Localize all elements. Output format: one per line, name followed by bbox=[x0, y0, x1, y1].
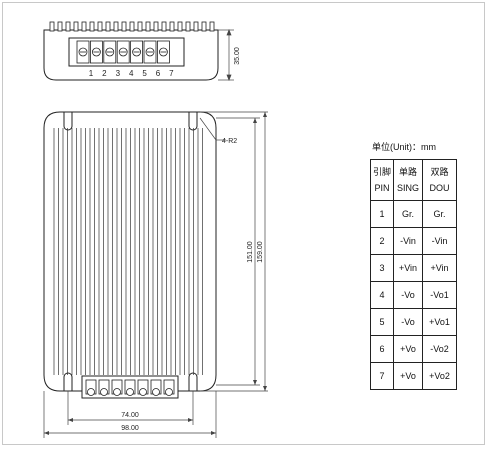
dim-outer-length: 159.00 bbox=[257, 241, 264, 263]
pin-number: 4 bbox=[370, 281, 394, 309]
header-single: 单路 SING bbox=[393, 159, 423, 201]
slot-top-left bbox=[63, 112, 73, 131]
radius-leader bbox=[199, 117, 226, 141]
pin-number: 5 bbox=[370, 308, 394, 336]
single-output-pin: Gr. bbox=[393, 200, 423, 228]
single-output-pin: +Vo bbox=[393, 362, 423, 390]
slot-bottom-left bbox=[63, 372, 73, 391]
single-output-pin: -Vo bbox=[393, 281, 423, 309]
slot-bottom-right bbox=[188, 372, 198, 391]
table-row: 2-Vin-Vin bbox=[370, 227, 457, 255]
front-fins bbox=[53, 128, 203, 375]
table-row: 3+Vin+Vin bbox=[370, 254, 457, 282]
dual-output-pin: +Vo1 bbox=[422, 308, 457, 336]
dim-top-height: 35.00 bbox=[234, 47, 241, 65]
unit-label: 单位(Unit)：mm bbox=[372, 142, 436, 152]
dim-bottom-span: 74.00 bbox=[121, 412, 139, 419]
dim-corner-radius: 4-R2 bbox=[222, 138, 237, 145]
header-pin: 引脚 PIN bbox=[370, 159, 394, 201]
terminal-number: 7 bbox=[169, 69, 174, 78]
width-dimensions bbox=[43, 391, 217, 438]
pin-number: 1 bbox=[370, 200, 394, 228]
front-view bbox=[43, 111, 217, 399]
dual-output-pin: +Vo2 bbox=[422, 362, 457, 390]
terminal-number: 4 bbox=[129, 69, 134, 78]
top-height-dimension bbox=[218, 29, 234, 81]
single-output-pin: +Vin bbox=[393, 254, 423, 282]
dual-output-pin: +Vin bbox=[422, 254, 457, 282]
image-frame bbox=[2, 2, 485, 445]
bottom-terminals bbox=[85, 379, 175, 396]
dual-output-pin: -Vin bbox=[422, 227, 457, 255]
terminal-number: 5 bbox=[142, 69, 147, 78]
single-output-pin: -Vin bbox=[393, 227, 423, 255]
pin-number: 2 bbox=[370, 227, 394, 255]
table-row: 5-Vo+Vo1 bbox=[370, 308, 457, 336]
table-row: 7+Vo+Vo2 bbox=[370, 362, 457, 390]
dim-total-width: 98.00 bbox=[121, 425, 139, 432]
top-view bbox=[43, 21, 219, 81]
dim-inner-length: 151.00 bbox=[247, 241, 254, 263]
pin-number: 7 bbox=[370, 362, 394, 390]
terminal-number: 2 bbox=[102, 69, 107, 78]
single-output-pin: -Vo bbox=[393, 308, 423, 336]
top-terminals bbox=[76, 40, 170, 64]
pin-number: 6 bbox=[370, 335, 394, 363]
dual-output-pin: Gr. bbox=[422, 200, 457, 228]
table-header-row: 引脚 PIN 单路 SING 双路 DOU bbox=[370, 159, 457, 201]
terminal-number: 1 bbox=[89, 69, 94, 78]
header-dual: 双路 DOU bbox=[422, 159, 457, 201]
pin-number: 3 bbox=[370, 254, 394, 282]
dual-output-pin: -Vo1 bbox=[422, 281, 457, 309]
top-fins bbox=[49, 21, 215, 32]
table-row: 6+Vo-Vo2 bbox=[370, 335, 457, 363]
terminal-number: 3 bbox=[116, 69, 121, 78]
table-row: 4-Vo-Vo1 bbox=[370, 281, 457, 309]
single-output-pin: +Vo bbox=[393, 335, 423, 363]
dual-output-pin: -Vo2 bbox=[422, 335, 457, 363]
front-view-outline bbox=[43, 111, 217, 392]
slot-top-right bbox=[188, 112, 198, 131]
terminal-number: 6 bbox=[156, 69, 161, 78]
length-dimensions bbox=[200, 111, 268, 392]
